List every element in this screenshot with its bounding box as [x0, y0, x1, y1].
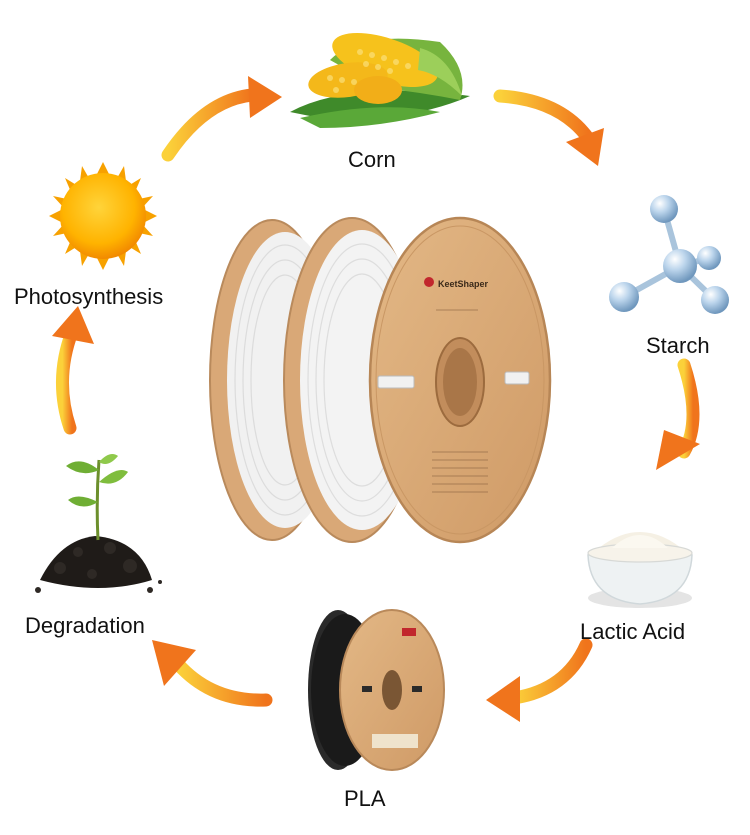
- spool-brand-text: KeetShaper: [438, 279, 489, 289]
- arrow-pla-to-degradation: [152, 640, 273, 707]
- arrow-photosynthesis-to-corn: [161, 76, 282, 162]
- white-filament-spools-icon: KeetShaper: [209, 216, 552, 544]
- powder-bowl-icon: [587, 532, 693, 608]
- label-lactic-acid: Lactic Acid: [580, 619, 686, 644]
- corn-icon: [290, 33, 470, 128]
- label-degradation: Degradation: [25, 613, 145, 638]
- sun-icon: [49, 162, 157, 270]
- label-corn: Corn: [348, 147, 396, 172]
- molecule-icon: [609, 195, 729, 314]
- front-spool-flange: KeetShaper: [368, 216, 552, 544]
- black-filament-spool-icon: [308, 609, 445, 771]
- label-pla: PLA: [344, 786, 386, 811]
- sprout-in-soil-icon: [35, 454, 162, 593]
- arrow-starch-to-lactic-acid: [656, 358, 700, 470]
- arrow-lactic-acid-to-pla: [486, 638, 593, 722]
- label-photosynthesis: Photosynthesis: [14, 284, 164, 309]
- arrow-degradation-to-photosynthesis: [52, 306, 94, 435]
- label-starch: Starch: [646, 333, 710, 358]
- arrow-corn-to-starch: [493, 89, 604, 166]
